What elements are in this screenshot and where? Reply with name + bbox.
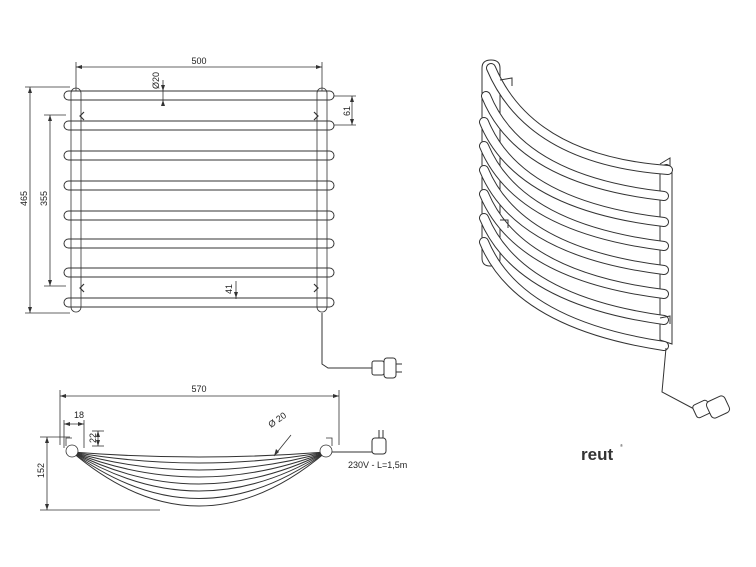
height-label: 465 — [19, 191, 29, 206]
cable-label: 230V - L=1,5m — [348, 460, 407, 470]
brand-logo-text: reut — [581, 445, 613, 464]
width-label: 500 — [191, 56, 206, 66]
plug-icon — [371, 430, 387, 455]
top-tube-diameter-label: Ø 20 — [266, 410, 288, 429]
isometric-view — [479, 59, 731, 419]
top-view — [40, 390, 387, 511]
inner-height-label: 355 — [39, 191, 49, 206]
curved-tubes — [71, 451, 327, 507]
front-view — [25, 62, 402, 379]
top-width-label: 570 — [191, 384, 206, 394]
depth-label: 152 — [36, 463, 46, 478]
spacing-label: 61 — [342, 106, 352, 116]
tube-diameter-label: Ø20 — [151, 72, 161, 89]
brand-logo: reut ® — [581, 443, 623, 464]
offset-x-label: 18 — [74, 410, 84, 420]
heated-bars — [63, 90, 335, 308]
plug-icon — [692, 395, 731, 419]
gap-label: 41 — [224, 284, 234, 294]
offset-y-label: 22 — [88, 433, 98, 443]
plug-icon — [371, 357, 402, 379]
brand-logo-mark: ® — [620, 443, 623, 448]
